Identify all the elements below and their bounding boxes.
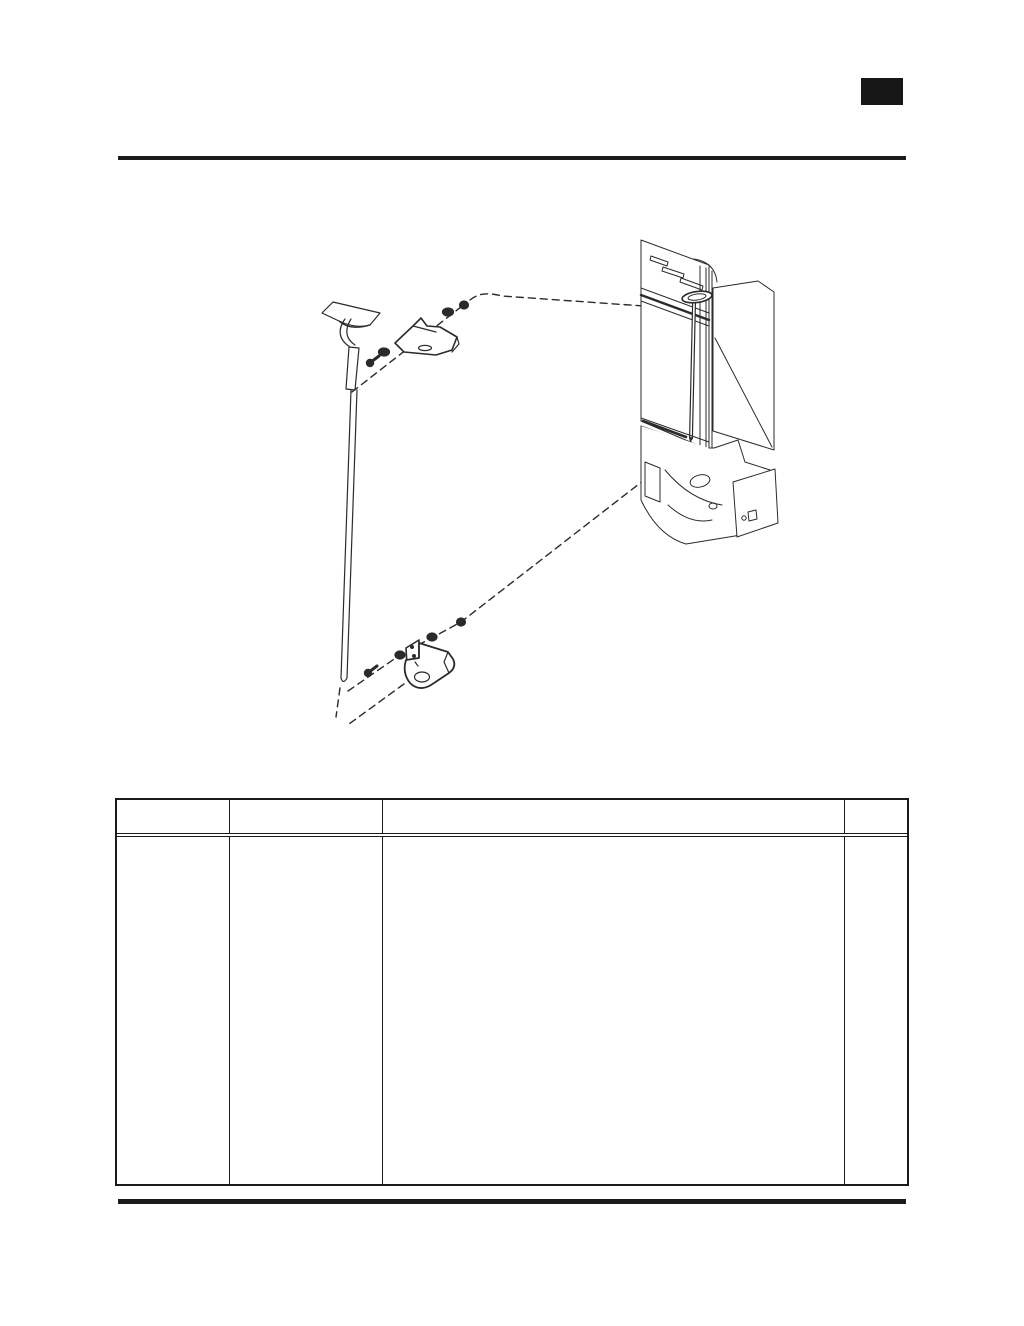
header-rule: [118, 156, 906, 160]
washer-icon: [394, 650, 406, 660]
washer-icon: [426, 632, 438, 642]
column-description: [383, 837, 845, 1184]
column-qty: [845, 837, 907, 1184]
parts-table: [115, 798, 909, 1186]
hoe-tool: [321, 301, 381, 683]
column-ref-no: [117, 837, 230, 1184]
column-part-no: [230, 837, 383, 1184]
dashed-locator-lines: [335, 293, 673, 725]
header-qty: [845, 800, 907, 833]
capscrew-icon: [363, 664, 379, 678]
exploded-view-diagram: [0, 180, 1024, 780]
header-ref-no: [117, 800, 230, 833]
header-part-no: [230, 800, 383, 833]
clean-out-tools-drawing: [321, 239, 779, 725]
capscrew-icon: [365, 354, 381, 368]
machine-assembly: [639, 239, 779, 545]
lower-support-bracket: [403, 639, 456, 689]
header-description: [383, 800, 845, 833]
upper-support-plate: [394, 317, 460, 356]
section-badge: [861, 78, 903, 105]
parts-table-header: [117, 800, 907, 837]
lower-hardware: [363, 617, 467, 678]
washer-icon: [441, 307, 455, 317]
upper-hardware: [365, 300, 470, 368]
footer-rule: [118, 1199, 906, 1204]
mounted-hoe: [681, 290, 713, 452]
parts-table-body: [117, 837, 907, 1184]
nut-icon: [455, 617, 467, 627]
nut-icon: [458, 300, 470, 310]
washer-icon: [377, 347, 391, 357]
